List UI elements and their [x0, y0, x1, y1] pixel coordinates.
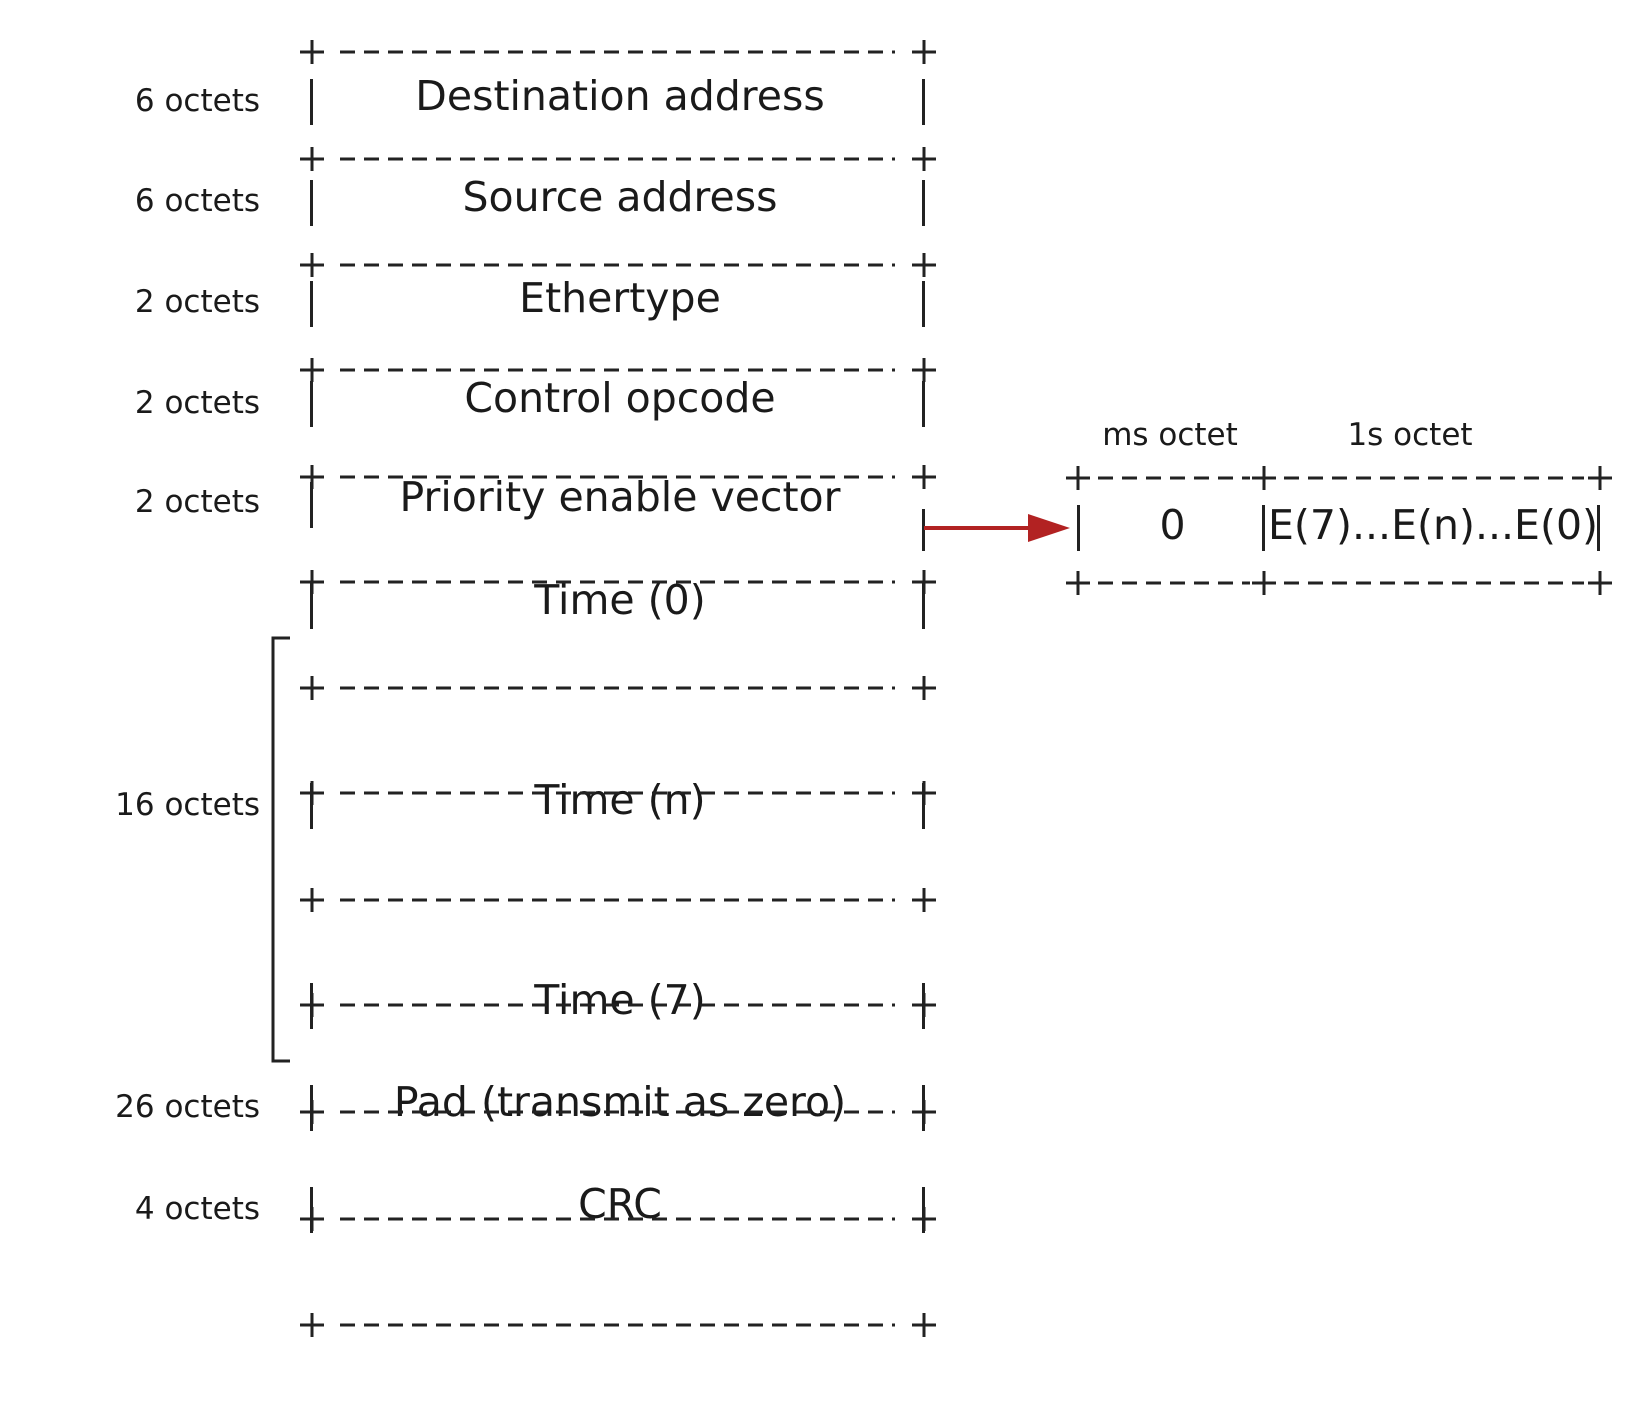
ms-octet-label: ms octet — [1102, 417, 1238, 453]
frame-left-edge — [310, 482, 313, 528]
frame-separator — [300, 993, 936, 1017]
size-label-ethertype: 2 octets — [134, 284, 260, 320]
size-label-source-address: 6 octets — [134, 183, 260, 219]
ls-octet-value: E(7)...E(n)...E(0) — [1268, 501, 1599, 549]
pev-left-edge — [1077, 505, 1080, 551]
frame-separator — [300, 781, 936, 805]
size-label-destination-address: 6 octets — [134, 83, 260, 119]
frame-separator — [300, 465, 936, 489]
frame-right-edge — [922, 583, 925, 629]
frame-separator — [300, 888, 936, 912]
field-time-0: Time (0) — [534, 576, 706, 624]
frame-right-edge — [922, 509, 925, 551]
frame-separator — [300, 1207, 936, 1231]
size-label-priority-enable-vector: 2 octets — [134, 484, 260, 520]
field-time-7: Time (7) — [534, 976, 706, 1024]
field-pad: Pad (transmit as zero) — [393, 1078, 847, 1126]
size-label-time-group: 16 octets — [115, 787, 260, 823]
ms-octet-value: 0 — [1159, 501, 1186, 549]
field-control-opcode: Control opcode — [464, 374, 776, 422]
frame-separator — [300, 147, 936, 171]
frame-right-edge — [922, 783, 925, 829]
size-label-crc: 4 octets — [134, 1191, 260, 1227]
frame-separator — [300, 1313, 936, 1337]
time-group-bracket — [271, 636, 290, 1063]
size-label-pad: 26 octets — [115, 1089, 260, 1125]
pev-separator — [1066, 466, 1612, 490]
frame-separator — [300, 253, 936, 277]
field-ethertype: Ethertype — [519, 274, 721, 322]
frame-right-edge — [922, 381, 925, 427]
frame-right-edge — [922, 79, 925, 125]
field-destination-address: Destination address — [415, 72, 825, 120]
field-time-n: Time (n) — [534, 776, 706, 824]
field-priority-enable-vector: Priority enable vector — [399, 473, 841, 521]
frame-left-edge — [310, 381, 313, 427]
frame-right-edge — [922, 281, 925, 327]
frame-left-edge — [310, 583, 313, 629]
frame-separator — [300, 1100, 936, 1124]
size-label-control-opcode: 2 octets — [134, 385, 260, 421]
frame-separator — [300, 358, 936, 382]
frame-left-edge — [310, 783, 313, 829]
frame-left-edge — [310, 79, 313, 125]
pev-divider — [1262, 505, 1265, 551]
frame-right-edge — [922, 180, 925, 226]
pev-right-edge — [1597, 505, 1600, 551]
frame-separator — [300, 40, 936, 64]
frame-separator — [300, 676, 936, 700]
frame-separator — [300, 570, 936, 594]
frame-left-edge — [310, 180, 313, 226]
field-source-address: Source address — [462, 173, 778, 221]
frame-left-edge — [310, 281, 313, 327]
expand-arrow-icon — [924, 514, 1070, 542]
pev-separator — [1066, 571, 1612, 595]
ls-octet-label: 1s octet — [1347, 417, 1473, 453]
